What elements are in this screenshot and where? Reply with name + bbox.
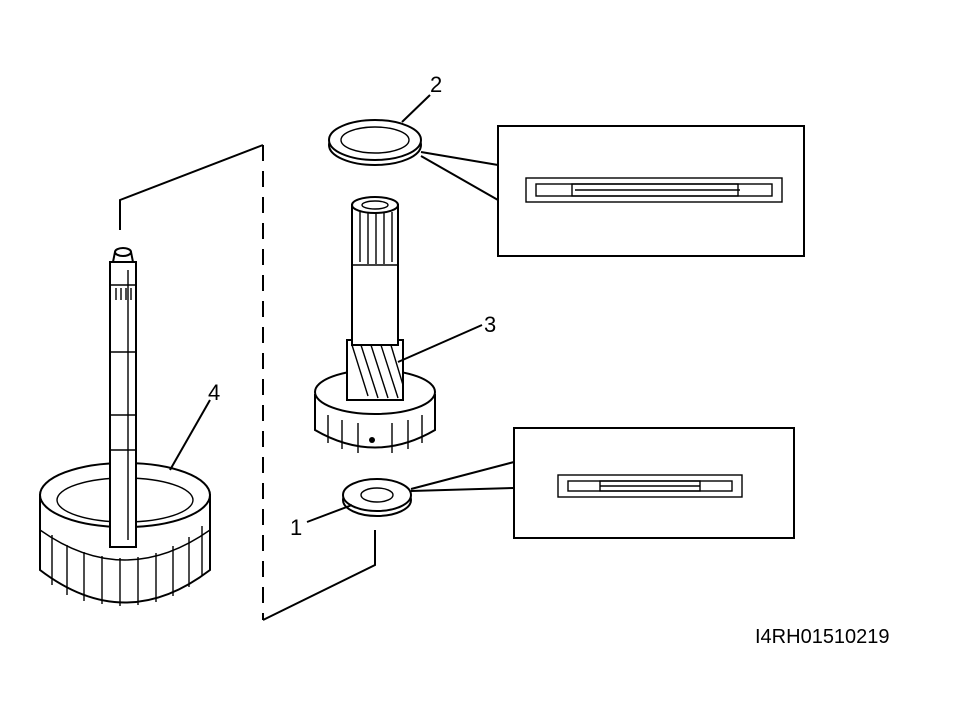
callout-1: 1	[290, 515, 302, 540]
assembly-guide-lines	[119, 144, 376, 621]
callout-2: 2	[430, 72, 442, 97]
figure-code: I4RH01510219	[755, 626, 890, 648]
leader-lines	[169, 94, 483, 523]
detail-box-part-1	[410, 427, 795, 539]
callout-3: 3	[484, 312, 496, 337]
part-1-thrust-washer	[342, 478, 412, 517]
part-2-thrust-ring	[328, 119, 422, 166]
part-4-shaft-drum	[39, 247, 211, 606]
callout-4: 4	[208, 380, 220, 405]
detail-box-part-2	[420, 125, 805, 257]
part-3-gear-shaft	[314, 196, 436, 453]
